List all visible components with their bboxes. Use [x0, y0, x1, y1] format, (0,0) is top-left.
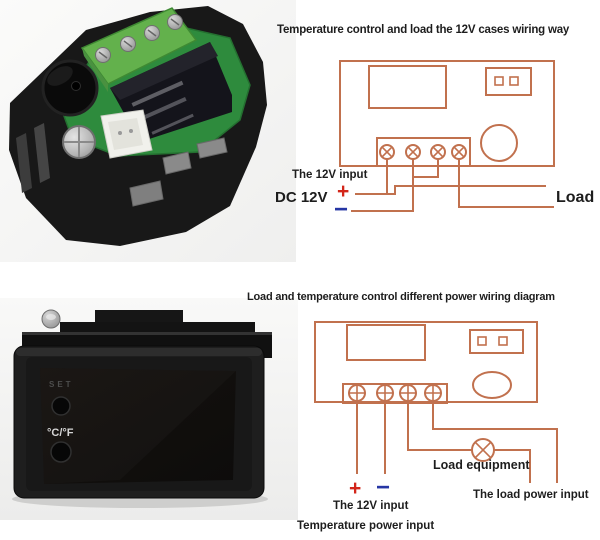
wire-lamp-to-power	[493, 449, 531, 483]
screw-terminal	[95, 14, 183, 63]
set-button	[51, 396, 71, 416]
case-left-ridge	[16, 133, 32, 193]
top-plus-symbol: +	[337, 180, 350, 203]
dc-12v-label: DC 12V	[275, 189, 328, 206]
load-label: Load	[556, 189, 595, 206]
load-equipment-label: Load equipment	[433, 458, 530, 472]
bottom-diagram-title: Load and temperature control different p…	[247, 291, 555, 303]
display-rect	[346, 324, 426, 361]
relay-rect	[485, 67, 532, 96]
terminal-screws	[379, 144, 467, 160]
rear-case-edge	[22, 332, 272, 335]
terminal-strip	[376, 137, 471, 167]
bottom-12v-input-label: The 12V input	[333, 500, 409, 512]
jst-connector	[100, 109, 153, 159]
cf-button-label: °C/°F	[47, 427, 74, 439]
buzzer	[41, 59, 99, 117]
wire-negative	[351, 158, 414, 212]
top-minus-symbol: −	[334, 196, 349, 223]
back-side-photo	[0, 0, 296, 262]
bottom-plus-symbol: +	[349, 477, 362, 500]
set-button-label: SET	[49, 380, 74, 389]
case-buttons	[129, 137, 228, 207]
buzzer-circle	[472, 371, 512, 399]
front-side-photo	[0, 298, 298, 520]
load-power-input-label: The load power input	[473, 489, 589, 501]
display-window	[40, 368, 236, 484]
relay-rect	[469, 329, 524, 354]
terminal-screws	[348, 384, 442, 402]
cf-button	[50, 441, 72, 463]
corner-screw	[41, 309, 61, 329]
wire-to-lamp	[407, 400, 473, 451]
bottom-minus-symbol: −	[376, 474, 391, 501]
temperature-power-input-label: Temperature power input	[297, 520, 435, 532]
display-rect	[368, 65, 447, 109]
wire-load-return	[458, 158, 554, 208]
buzzer-circle	[480, 124, 518, 162]
terminal-block	[80, 7, 198, 92]
top-12v-input-label: The 12V input	[292, 169, 368, 181]
case-left-ridge	[34, 123, 50, 183]
bottom-wiring-diagram	[314, 321, 558, 483]
top-diagram-title: Temperature control and load the 12V cas…	[277, 24, 570, 36]
capacitor	[62, 125, 96, 159]
wire-jumper	[412, 158, 439, 178]
wire-relay-to-power	[432, 400, 558, 483]
terminal-strip	[342, 383, 448, 404]
wire-positive-and-load	[355, 158, 546, 195]
top-wiring-diagram	[339, 60, 555, 212]
